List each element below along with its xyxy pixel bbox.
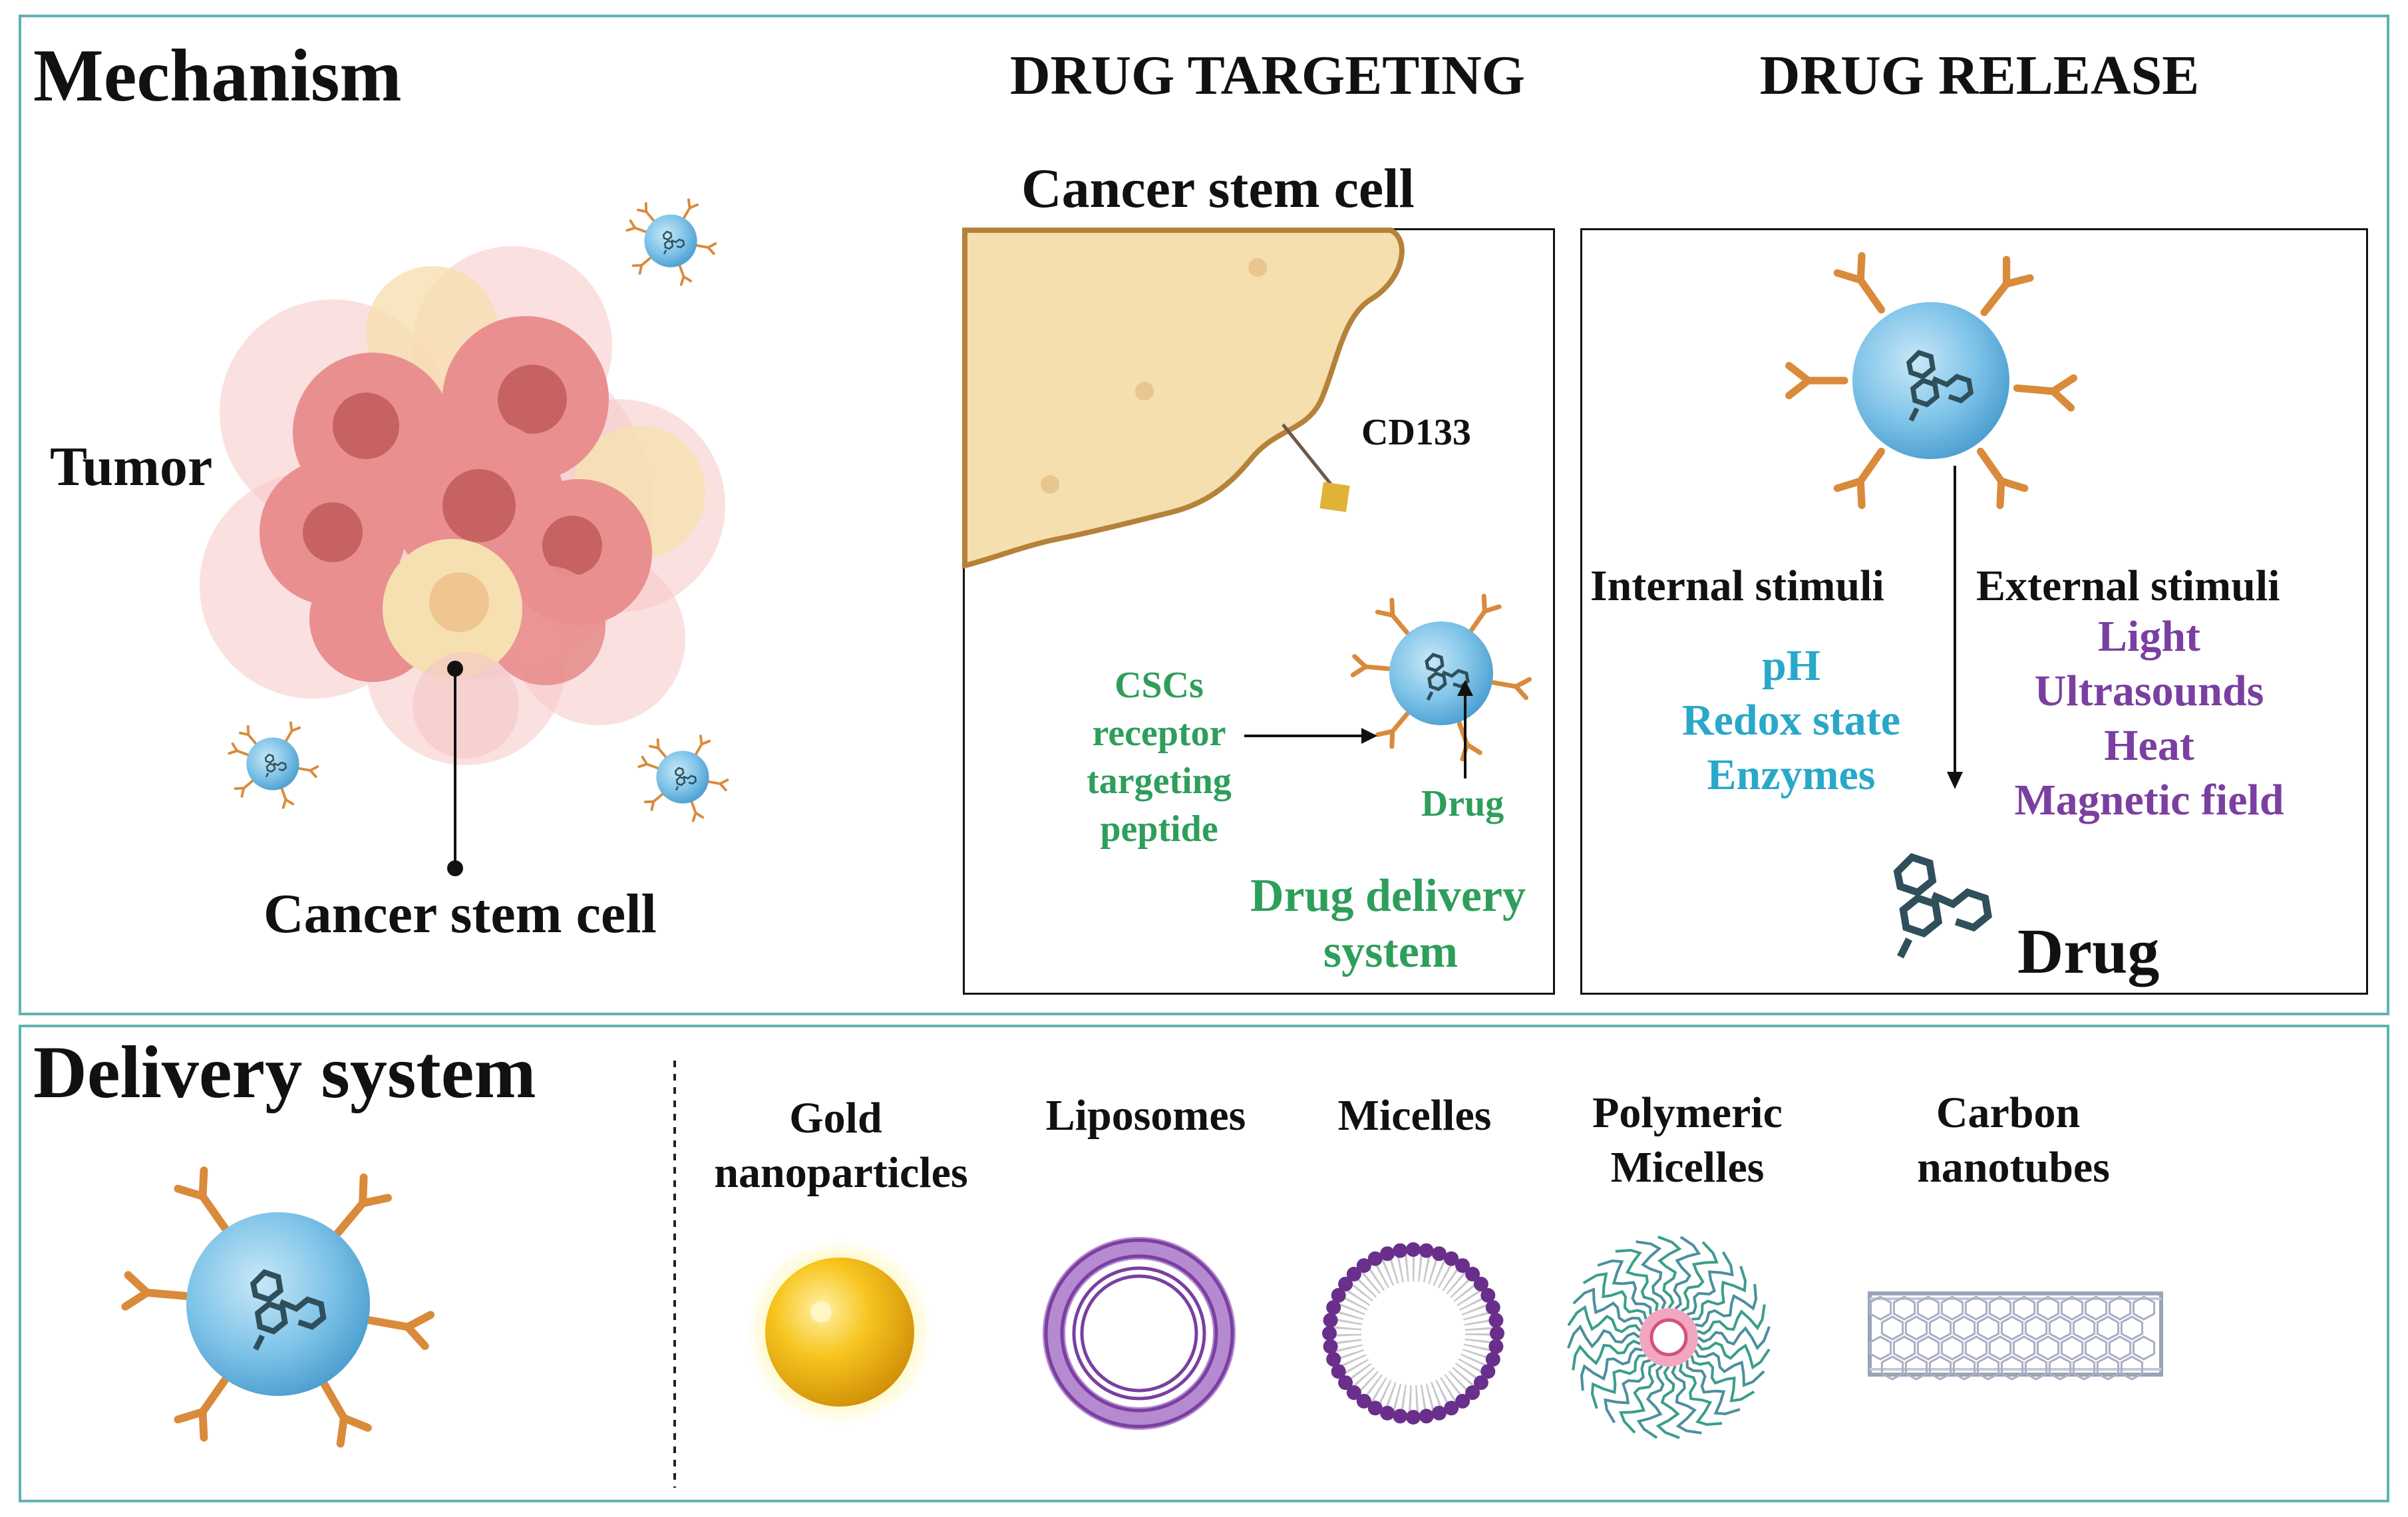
peptide-line-2: receptor [1092,713,1226,754]
small-nanoparticle-1 [625,198,717,286]
targeting-nanoparticle [1353,596,1529,759]
internal-item-redox: Redox state [1681,696,1901,745]
tumor-label: Tumor [50,436,213,498]
carbon-label-line-1: Carbon [1936,1089,2081,1137]
drug-release-heading: DRUG RELEASE [1759,45,2200,106]
liposome-icon [1043,1237,1236,1430]
stem-cell-membrane [962,228,1405,570]
mechanism-panel [19,15,2389,1015]
external-item-heat: Heat [2104,721,2194,770]
small-nanoparticle-2 [228,721,319,809]
delivery-system-line-2: system [1323,926,1459,977]
external-stimuli-title: External stimuli [1976,562,2280,610]
gold-nanoparticle-icon [747,1239,933,1425]
polymeric-micelle-icon [1567,1236,1771,1439]
mechanism-title: Mechanism [33,35,402,117]
external-item-magnetic: Magnetic field [2014,776,2284,824]
micelle-icon [1322,1242,1504,1425]
delivery-system-line-1: Drug delivery [1250,870,1526,922]
external-item-light: Light [2097,612,2201,661]
internal-item-enzymes: Enzymes [1707,751,1876,799]
gold-label-line-2: nanoparticles [714,1148,968,1197]
small-nanoparticle-3 [637,735,729,822]
external-item-ultrasounds: Ultrasounds [2034,667,2264,715]
carbon-label-line-2: nanotubes [1917,1143,2110,1192]
polymeric-label-line-1: Polymeric [1592,1089,1783,1137]
polymeric-label-line-2: Micelles [1610,1143,1765,1192]
targeting-drug-label: Drug [1421,783,1504,824]
internal-item-ph: pH [1761,641,1821,690]
release-nanoparticle [1789,256,2074,506]
tumor-cluster [200,246,725,765]
cancer-stem-cell-label: Cancer stem cell [263,883,657,945]
internal-stimuli-title: Internal stimuli [1590,562,1884,610]
delivery-system-title: Delivery system [33,1031,536,1114]
delivery-panel [19,1025,2389,1502]
liposomes-label: Liposomes [1045,1091,1246,1140]
micelles-label: Micelles [1337,1091,1492,1140]
carbon-nanotube-icon [1868,1291,2163,1381]
drug-targeting-heading: DRUG TARGETING [1009,45,1526,106]
cd133-label: CD133 [1361,412,1471,453]
release-drug-label: Drug [2017,916,2160,987]
peptide-line-3: targeting [1087,760,1232,802]
targeting-cell-title: Cancer stem cell [1021,158,1415,220]
peptide-line-1: CSCs [1115,665,1204,706]
delivery-nanoparticle [125,1170,430,1443]
gold-label-line-1: Gold [789,1094,882,1142]
peptide-line-4: peptide [1100,808,1218,850]
